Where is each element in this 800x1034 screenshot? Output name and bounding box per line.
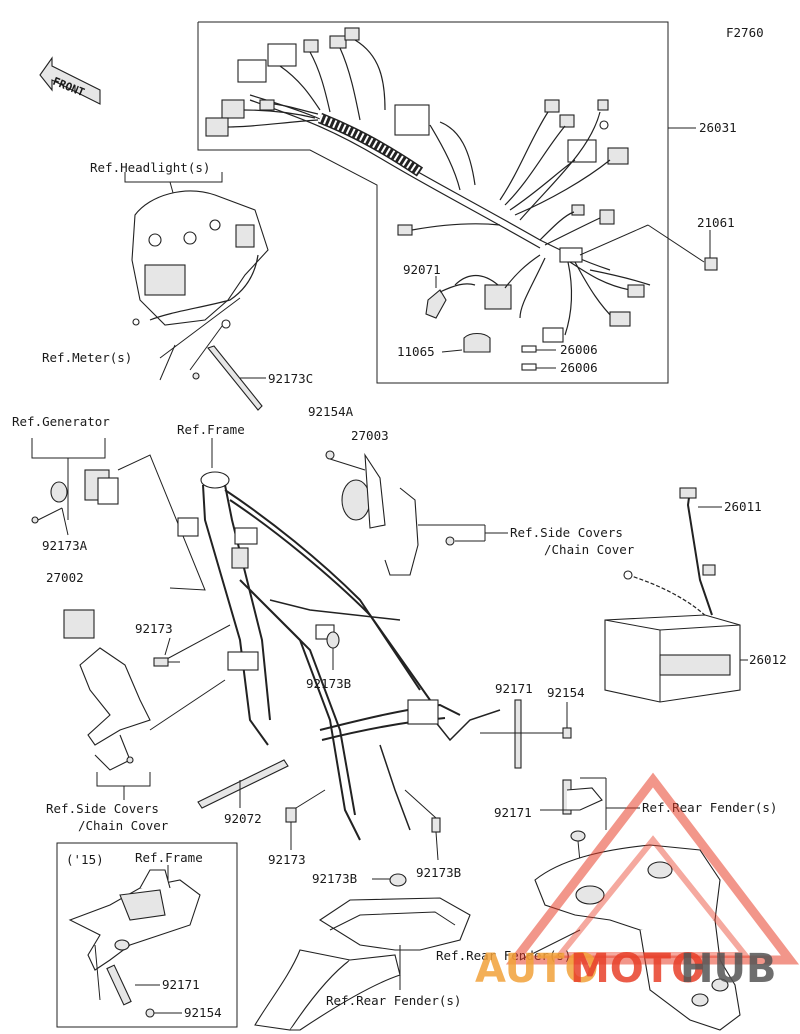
part-number-26031: 26031 <box>699 120 737 135</box>
bolts-group <box>285 789 441 861</box>
part-number-26006: 26006 <box>560 360 598 375</box>
part-number-92171-rear: 92171 <box>494 805 532 820</box>
watermark-text: MOTO <box>570 946 705 992</box>
part-number-92173A: 92173A <box>42 538 88 553</box>
inset-frame-box <box>56 842 238 1028</box>
watermark-triangle-icon <box>505 772 800 965</box>
part-number-92173B-rear: 92173B <box>312 871 357 886</box>
watermark-logo: AUTO MOTO HUB <box>475 772 800 992</box>
ref-generator-label: Ref.Generator <box>12 414 110 429</box>
connector-block <box>394 104 430 136</box>
part-number-92171: 92171 <box>495 681 533 696</box>
part-number-26012: 26012 <box>749 652 787 667</box>
part-number-92173C: 92173C <box>268 371 313 386</box>
connector-21061 <box>704 257 718 271</box>
horn <box>341 479 371 521</box>
part-number-92154-inset: 92154 <box>184 1005 222 1020</box>
corrugated-tube <box>317 112 424 177</box>
relay-bracket-group <box>63 609 231 800</box>
ref-headlight-label: Ref.Headlight(s) <box>90 160 210 175</box>
part-number-11065: 11065 <box>397 344 435 359</box>
ref-rear-fender-label-3: Ref.Rear Fender(s) <box>326 993 461 1008</box>
ref-rear-fender-label-1: Ref.Rear Fender(s) <box>642 800 777 815</box>
part-number-27003: 27003 <box>351 428 389 443</box>
connector-block <box>237 59 267 83</box>
part-number-92173: 92173 <box>135 621 173 636</box>
inset-ref-frame-label: Ref.Frame <box>135 850 203 865</box>
watermark-text: HUB <box>680 946 776 992</box>
part-number-92154A: 92154A <box>308 404 354 419</box>
part-number-92154: 92154 <box>547 685 585 700</box>
generator-group <box>31 438 206 591</box>
ref-side-covers-label: Ref.Side Covers <box>510 525 623 540</box>
part-number-92173-lower: 92173 <box>268 852 306 867</box>
part-number-92171-inset: 92171 <box>162 977 200 992</box>
ref-meter-label: Ref.Meter(s) <box>42 350 132 365</box>
ref-side-covers-label-2: Ref.Side Covers <box>46 801 159 816</box>
part-number-92071: 92071 <box>403 262 441 277</box>
headlight-bracket <box>131 190 269 326</box>
ref-chain-cover-label-2: /Chain Cover <box>78 818 169 833</box>
harness-callout-box <box>197 21 669 384</box>
main-harness-group <box>197 21 718 384</box>
part-number-27002: 27002 <box>46 570 84 585</box>
frame-group <box>177 438 501 841</box>
cap-11065 <box>463 332 491 353</box>
ref-frame-label: Ref.Frame <box>177 422 245 437</box>
part-number-92072: 92072 <box>224 811 262 826</box>
cable-tie-92173C <box>207 345 263 411</box>
clamp-rear <box>372 873 407 887</box>
watermark-text: AUTO <box>475 946 599 992</box>
clamp-92173B <box>326 631 340 670</box>
front-arrow-icon: FRONT <box>39 56 101 105</box>
headlight-bracket-group <box>124 172 269 411</box>
part-number-26006: 26006 <box>560 342 598 357</box>
strap-92072 <box>197 759 289 809</box>
part-number-92173B-lower: 92173B <box>416 865 461 880</box>
battery-group <box>604 487 748 703</box>
fuse-holder-92071 <box>425 289 447 319</box>
rear-fender-front <box>254 897 471 1031</box>
relay-block <box>484 284 512 310</box>
part-number-21061: 21061 <box>697 215 735 230</box>
relay-27002 <box>63 609 95 639</box>
part-number-92173B: 92173B <box>306 676 351 691</box>
inset-2015 <box>56 842 238 1028</box>
band-92171-group <box>480 699 572 769</box>
horn-group <box>325 450 508 576</box>
connector-block <box>267 43 297 67</box>
inset-year-label: ('15) <box>66 852 104 867</box>
ref-chain-cover-label: /Chain Cover <box>544 542 635 557</box>
watermark-triangle-icon <box>553 835 752 958</box>
part-number-26011: 26011 <box>724 499 762 514</box>
figure-code: F2760 <box>726 25 764 40</box>
